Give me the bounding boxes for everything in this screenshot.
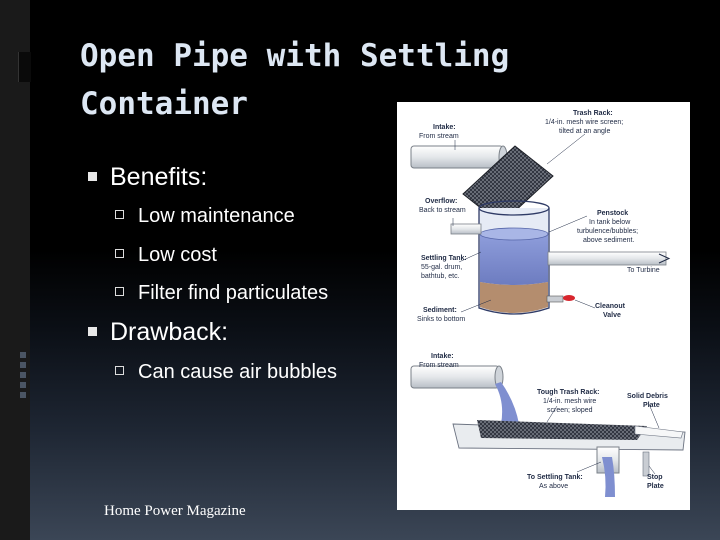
label-penstock: Penstock [597,210,628,217]
label-stop: Stop [647,474,663,481]
settling-container-diagram: Intake: From stream Trash Rack: 1/4-in. … [397,102,690,510]
subbullet-marker [115,249,124,259]
label-tough-l2: screen; sloped [547,407,593,414]
label-solid-debris: Solid Debris [627,393,668,400]
subbullet-air-bubbles: Can cause air bubbles [115,361,337,384]
label-solid-plate: Plate [643,402,660,409]
decor-square [20,372,26,378]
label-stop-plate: Plate [647,483,664,490]
arrow-icon [658,253,671,264]
label-overflow: Overflow: [425,198,457,205]
cleanout-valve [546,295,564,303]
subbullet-filter-particulates: Filter find particulates [115,282,328,305]
subbullet-low-maintenance: Low maintenance [115,205,295,228]
label-penstock-l2: turbulence/bubbles; [577,228,638,235]
label-lower-intake: Intake: [431,353,454,360]
decor-square [20,392,26,398]
label-trash-rack: Trash Rack: [573,110,613,117]
source-credit: Home Power Magazine [104,503,246,519]
bullet-benefits: Benefits: [88,163,207,192]
stop-plate [642,451,650,477]
label-intake: Intake: [433,124,456,131]
label-penstock-l1: In tank below [589,219,631,226]
slide-title: Open Pipe with Settling Container [80,38,510,122]
label-overflow-sub: Back to stream [419,207,466,214]
overflow-pipe [450,223,482,235]
label-tough-l1: 1/4-in. mesh wire [543,398,596,405]
left-decor-strip [0,0,30,540]
tank-rim [478,200,550,216]
label-trash-rack-l2: tilted at an angle [559,128,610,135]
water-surface [479,227,549,241]
lower-leader-lines [546,403,660,475]
label-cleanout: Cleanout [595,303,626,310]
label-tough-trash-rack: Tough Trash Rack: [537,389,600,396]
sediment-layer [480,282,548,313]
outlet-water [602,457,615,497]
subbullet-low-cost: Low cost [115,244,217,267]
intake-pipe [410,145,504,169]
decor-square [20,362,26,368]
label-valve: Valve [603,312,621,319]
label-lower-intake-sub: From stream [419,362,459,369]
decor-block [18,52,31,82]
label-settling-l1: 55-gal. drum, [421,264,462,271]
subbullet-marker [115,366,124,376]
lower-falling-water [495,382,519,424]
label-to-settling-sub: As above [539,483,568,490]
label-sediment-sub: Sinks to bottom [417,316,465,323]
label-to-settling-tank: To Settling Tank: [527,474,583,481]
penstock-pipe [547,251,667,266]
tough-trash-rack [477,420,647,440]
label-intake-sub: From stream [419,133,459,140]
lower-intake-pipe [410,365,500,389]
label-settling-l2: bathtub, etc. [421,273,460,280]
label-settling-tank: Settling Tank: [421,255,467,262]
bullet-marker [88,326,97,336]
leader-lines [452,133,596,313]
diagram-svg: Intake: From stream Trash Rack: 1/4-in. … [410,110,686,497]
decor-square [20,352,26,358]
valve-handle-icon [563,295,575,301]
decor-square [20,382,26,388]
bullet-drawback: Drawback: [88,318,228,347]
tank-water [480,234,548,285]
label-sediment: Sediment: [423,307,457,314]
label-to-turbine: To Turbine [627,267,660,274]
label-penstock-l3: above sediment. [583,237,634,244]
subbullet-marker [115,287,124,297]
subbullet-marker [115,210,124,220]
bullet-marker [88,171,97,181]
solid-debris-plate [634,425,684,439]
label-trash-rack-l1: 1/4-in. mesh wire screen; [545,119,623,126]
